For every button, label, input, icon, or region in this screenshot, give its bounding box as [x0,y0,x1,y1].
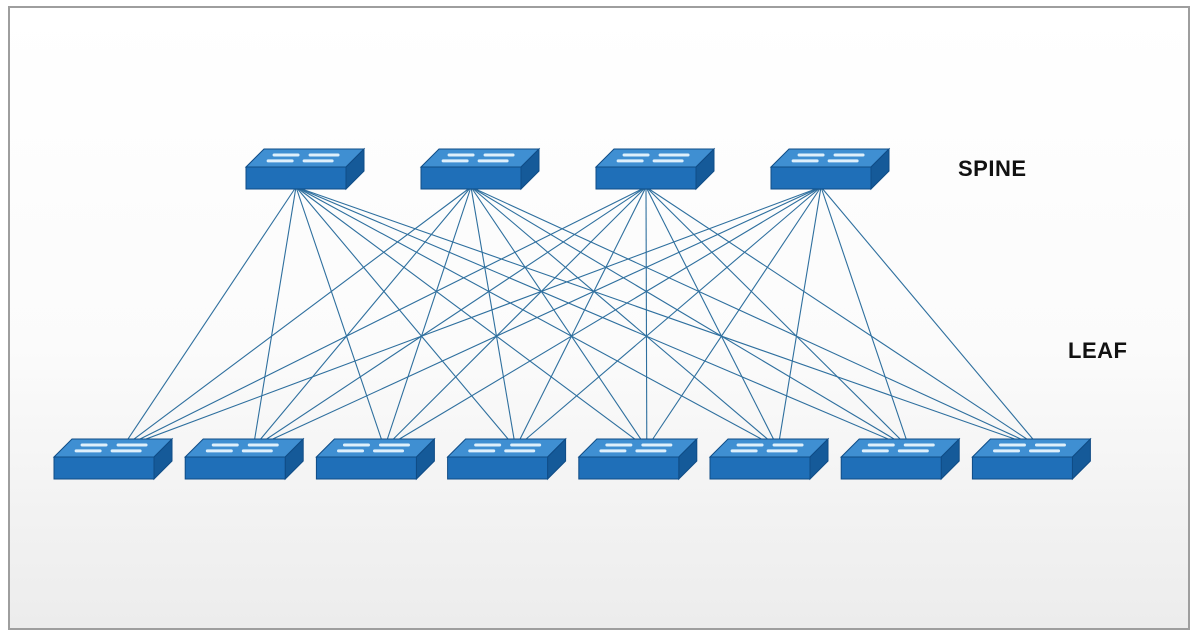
port-bars-icon [599,443,673,453]
spine-tier-label: SPINE [958,156,1027,181]
spine-switch-icon [769,147,891,191]
port-bars-icon [266,153,340,163]
port-bars-icon [993,443,1066,453]
spine-leaf-link [252,186,297,449]
spine-leaf-link [252,186,472,449]
spine-switch-icon [419,147,541,191]
port-bars-icon [74,443,148,453]
spine-leaf-link [384,186,647,449]
spine-leaf-link [470,186,1041,449]
links-layer [121,186,1041,449]
spine-leaf-link [252,186,647,449]
spine-leaf-link [470,186,517,449]
diagram-frame: SPINE LEAF [8,6,1190,630]
port-bars-icon [861,443,935,453]
leaf-switch-icon [971,437,1092,481]
spine-leaf-link [777,186,822,449]
port-bars-icon [205,443,279,453]
spine-leaf-link [121,186,822,449]
leaf-switch-icon [183,437,305,481]
port-bars-icon [730,443,804,453]
leaf-switch-icon [839,437,961,481]
spine-switch-icon [244,147,366,191]
port-bars-icon [616,153,690,163]
spine-leaf-link [515,186,647,449]
port-bars-icon [337,443,410,453]
leaf-switch-icon [52,437,174,481]
spine-leaf-link [646,186,822,449]
leaf-switch-icon [446,437,567,481]
switches-layer [52,147,1092,481]
spine-leaf-link [383,186,472,449]
spine-leaf-link [645,186,1041,449]
leaf-tier-label: LEAF [1068,338,1128,363]
leaf-switch-icon [708,437,830,481]
spine-leaf-link [820,186,910,449]
spine-leaf-link [295,186,385,449]
spine-leaf-link [470,186,910,449]
port-bars-icon [441,153,515,163]
spine-switch-icon [594,147,716,191]
spine-leaf-link [384,186,822,449]
spine-leaf-link [121,186,297,449]
spine-leaf-link [252,186,822,449]
port-bars-icon [791,153,865,163]
spine-leaf-link [470,186,779,449]
spine-leaf-link [645,186,648,449]
spine-leaf-link [121,186,647,449]
spine-leaf-link [295,186,517,449]
spine-leaf-link [645,186,779,449]
leaf-switch-icon [315,437,436,481]
spine-leaf-link [121,186,472,449]
spine-leaf-link [515,186,822,449]
spine-leaf-diagram [52,147,1092,481]
port-bars-icon [468,443,542,453]
leaf-switch-icon [577,437,699,481]
spine-leaf-link [820,186,1041,449]
spine-leaf-link [645,186,910,449]
spine-leaf-link [470,186,648,449]
